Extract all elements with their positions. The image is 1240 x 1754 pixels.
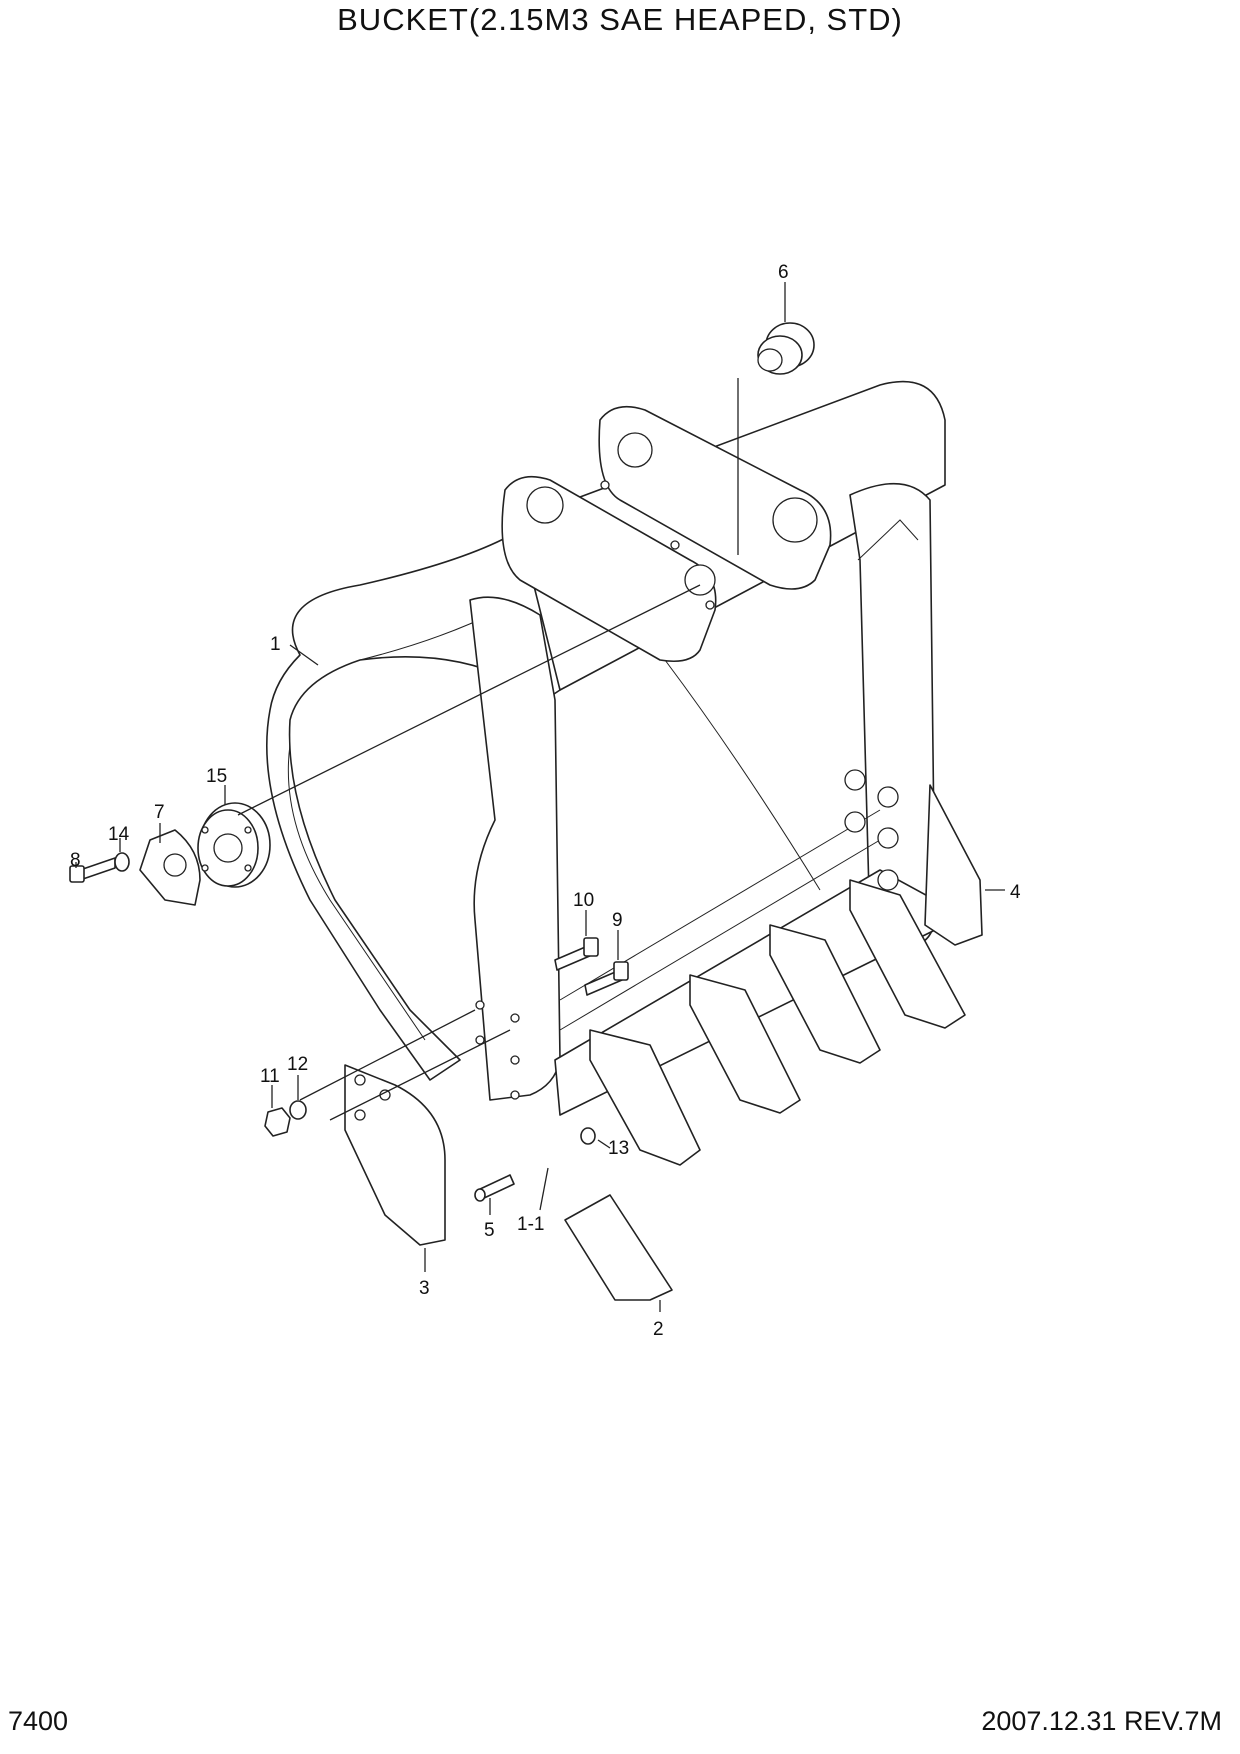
callout-1-1: 1-1 <box>517 1214 544 1235</box>
callout-3: 3 <box>419 1278 430 1299</box>
callout-6: 6 <box>778 262 789 283</box>
callout-4: 4 <box>1010 882 1021 903</box>
revision-date: 2007.12.31 REV.7M <box>981 1706 1222 1736</box>
callout-7: 7 <box>154 802 165 823</box>
fasteners <box>69 852 629 1202</box>
side-cutter-right <box>924 784 983 946</box>
side-cutter-left <box>344 1064 446 1246</box>
callout-1: 1 <box>270 634 281 655</box>
page-code: 7400 <box>8 1706 69 1736</box>
callout-2: 2 <box>653 1319 664 1340</box>
callout-13: 13 <box>608 1138 629 1159</box>
bucket-teeth <box>564 879 966 1301</box>
pin-boss-parts <box>139 802 271 906</box>
callout-15: 15 <box>206 766 227 787</box>
diagram-title: BUCKET(2.15M3 SAE HEAPED, STD) <box>337 2 903 37</box>
callout-9: 9 <box>612 910 623 931</box>
callout-8: 8 <box>70 850 81 871</box>
callout-12: 12 <box>287 1054 308 1075</box>
bushing <box>757 322 815 375</box>
callout-5: 5 <box>484 1220 495 1241</box>
leader-lines <box>75 282 1005 1312</box>
callout-14: 14 <box>108 824 130 845</box>
callout-10: 10 <box>573 890 594 911</box>
callout-11: 11 <box>260 1066 280 1087</box>
callout-labels: 1 6 15 7 14 8 10 9 4 11 12 13 5 1-1 3 2 <box>70 262 1021 1340</box>
